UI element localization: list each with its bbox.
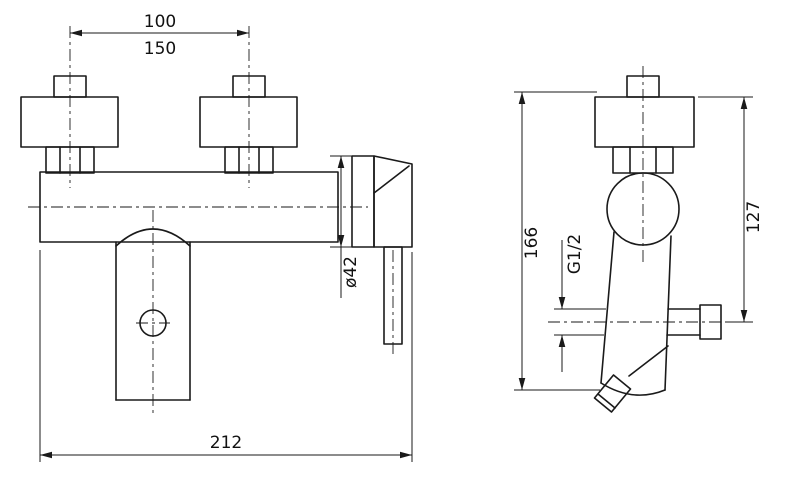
dim-label-100: 100: [144, 12, 176, 32]
dim-label-diameter: ø42: [341, 256, 361, 288]
arrowhead: [518, 92, 526, 104]
dim-100-150: 100 150: [70, 12, 249, 59]
body-edge-left: [600, 231, 615, 384]
body-edge-right: [664, 235, 672, 391]
lever-tip-seam: [597, 393, 616, 409]
arrowhead: [237, 29, 249, 37]
centerlines: [28, 26, 736, 414]
arrowhead: [740, 310, 748, 322]
front-view: [20, 75, 413, 401]
side-view: [593, 75, 722, 413]
lever-handle: [351, 155, 413, 345]
cartridge-cap: [351, 155, 375, 248]
arrowhead: [558, 335, 566, 347]
wall-flange: [199, 96, 298, 148]
wall-flange: [594, 96, 695, 148]
lever-tip-body: [593, 374, 632, 413]
dim-label-166: 166: [522, 227, 542, 259]
lever-seam: [373, 165, 410, 194]
lever-knuckle: [373, 155, 413, 248]
shower-outlet: [666, 304, 722, 340]
wall-flange: [20, 96, 119, 148]
arrowhead: [70, 29, 82, 37]
body-seam: [628, 345, 669, 377]
arrowhead: [400, 451, 412, 459]
dim-diameter-42: ø42: [330, 155, 361, 298]
right-wall-fitting: [199, 75, 298, 174]
dim-label-thread: G1/2: [565, 234, 585, 275]
arrowhead: [558, 297, 566, 309]
dim-label-127: 127: [744, 201, 764, 233]
left-wall-fitting: [20, 75, 119, 174]
lever-tip: [593, 374, 632, 413]
arrowhead: [337, 235, 345, 247]
arrowhead: [740, 97, 748, 109]
arrowhead: [337, 156, 345, 168]
dim-212: 212: [39, 250, 413, 462]
dim-127: 127: [698, 96, 764, 323]
side-wall-fitting: [594, 75, 695, 174]
body-bottom: [600, 382, 666, 396]
body-profile: [600, 231, 672, 396]
dim-label-150: 150: [144, 39, 176, 59]
dim-166: 166: [514, 91, 600, 391]
arrowhead: [40, 451, 52, 459]
dimensions: 100 150 ø42 212 166: [39, 12, 764, 462]
dim-g12: G1/2: [554, 234, 606, 372]
dim-label-212: 212: [210, 433, 242, 453]
arrowhead: [518, 378, 526, 390]
